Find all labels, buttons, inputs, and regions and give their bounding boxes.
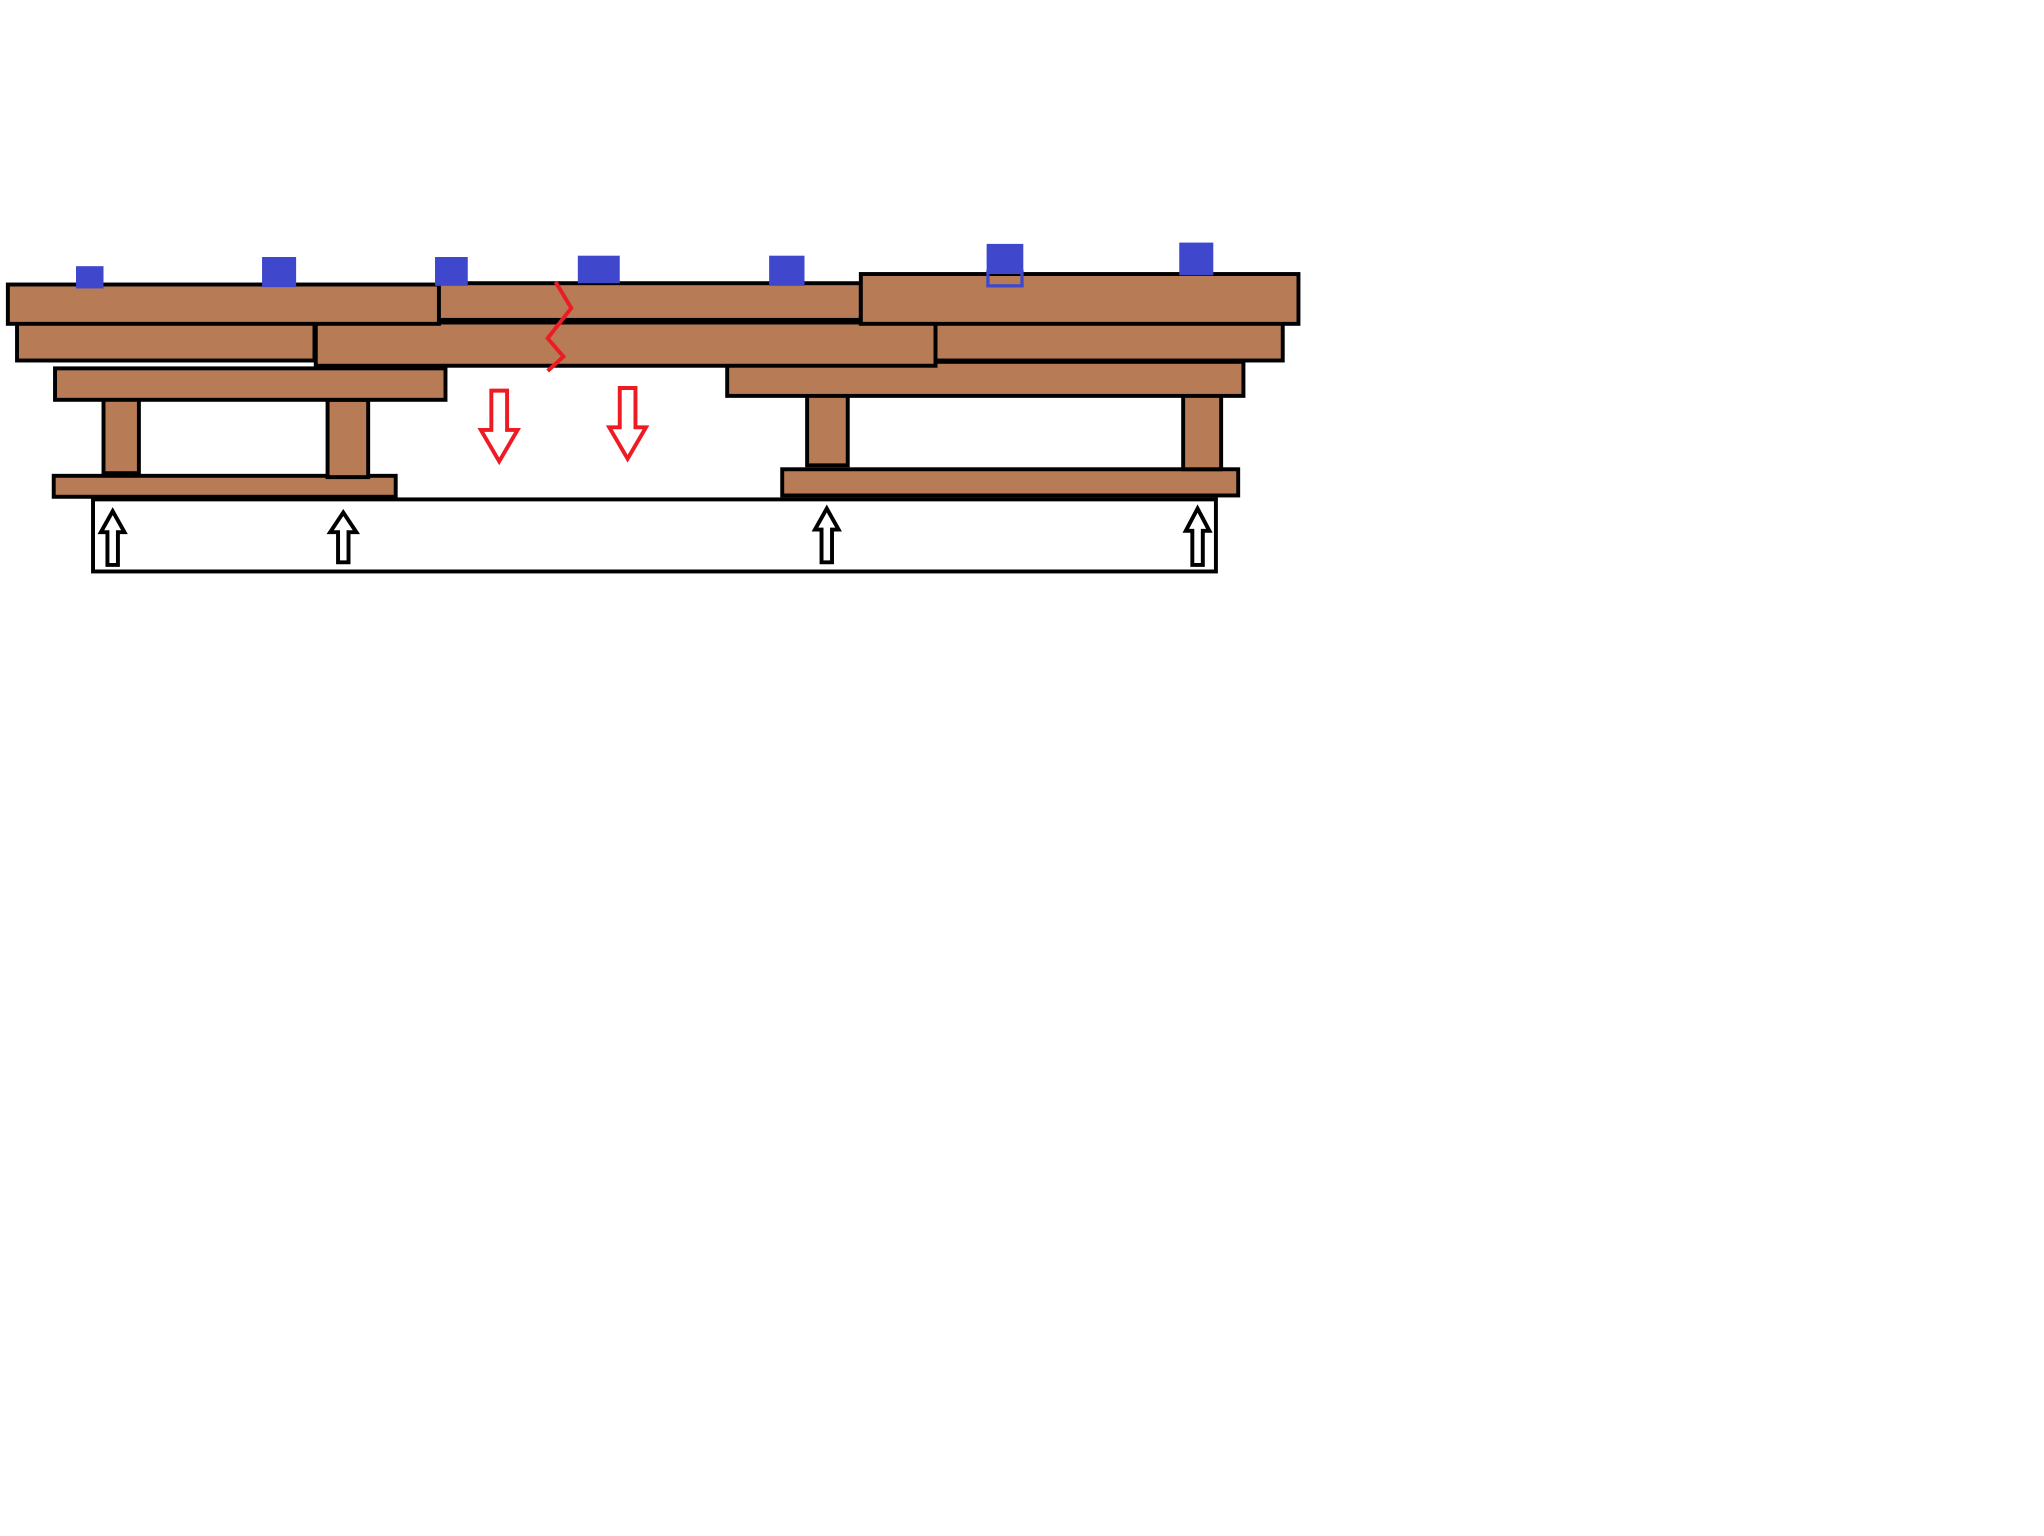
post-4 [1181,388,1224,472]
beam-top-right [858,272,1301,326]
block-2 [262,257,297,288]
support-arrow-up-2 [326,508,361,565]
post-2 [325,397,371,480]
support-arrow-up-4 [1182,504,1213,567]
block-7 [1179,242,1214,276]
block-1 [75,266,104,289]
beam-row3-left [53,366,448,402]
bottom-plate-right [780,467,1241,498]
beam-top-middle [436,281,863,322]
beam-row2-middle [313,320,938,368]
support-arrow-up-1 [97,507,128,567]
block-6 [986,243,1024,275]
crack-line [545,280,574,373]
bottom-plate-left [51,473,398,499]
beam-top-left [5,282,441,326]
support-arrow-up-3 [811,504,842,565]
block-6-outline [986,269,1024,288]
load-arrow-down-1 [477,388,521,466]
foundation-box [91,497,1218,574]
block-3 [435,257,468,286]
block-5 [769,255,805,286]
beam-row2-left [15,320,317,363]
post-1 [101,392,141,476]
post-3 [805,389,850,468]
block-4 [577,255,620,284]
load-arrow-down-2 [605,386,650,463]
